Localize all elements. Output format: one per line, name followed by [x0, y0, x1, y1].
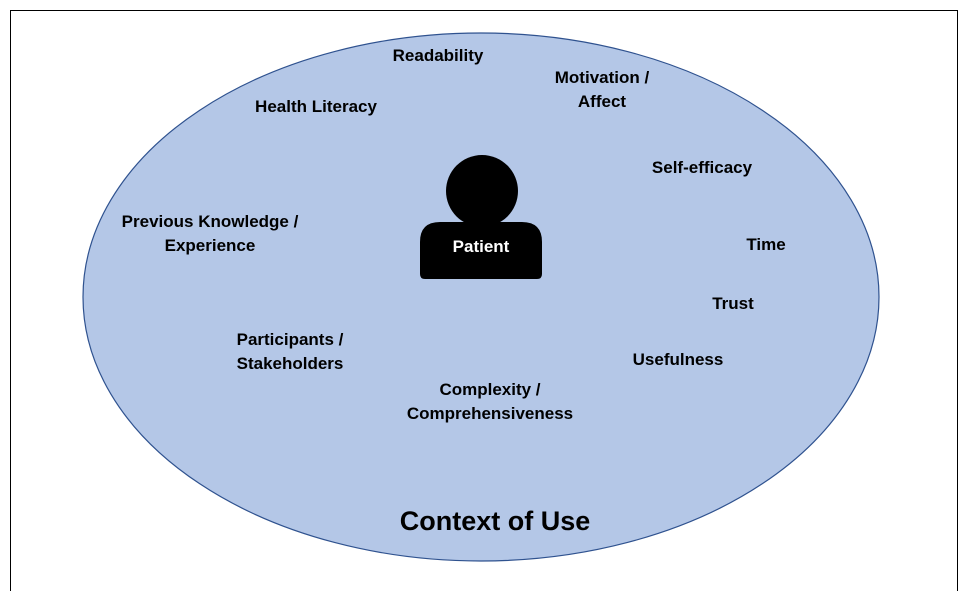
context-of-use-title: Context of Use [399, 506, 591, 536]
factor-complexity-line-2: Comprehensiveness [406, 404, 574, 423]
factor-time: Time [726, 233, 806, 257]
factor-motivation-line-1: Motivation / [554, 68, 650, 87]
context-ellipse [82, 32, 880, 562]
factor-complexity-line-1: Complexity / [439, 380, 541, 399]
factor-previous-knowledge-line-1: Previous Knowledge / [121, 212, 299, 231]
factor-trust-line: Trust [712, 294, 754, 313]
factor-motivation-affect: Motivation / Affect [522, 66, 682, 114]
factor-usefulness-line: Usefulness [632, 350, 724, 369]
factor-health-literacy-line: Health Literacy [255, 97, 377, 116]
factor-participants-line-2: Stakeholders [236, 354, 344, 373]
factor-readability: Readability [368, 44, 508, 68]
person-silhouette-icon [420, 155, 542, 279]
factor-motivation-line-2: Affect [577, 92, 627, 111]
factor-health-literacy: Health Literacy [231, 95, 401, 119]
factor-participants: Participants / Stakeholders [210, 328, 370, 376]
factor-usefulness: Usefulness [613, 348, 743, 372]
factor-complexity: Complexity / Comprehensiveness [385, 378, 595, 426]
factor-previous-knowledge-line-2: Experience [164, 236, 256, 255]
factor-previous-knowledge: Previous Knowledge / Experience [100, 210, 320, 258]
factor-readability-line: Readability [392, 46, 484, 65]
factor-time-line: Time [746, 235, 786, 254]
factor-participants-line-1: Participants / [236, 330, 344, 349]
patient-label: Patient [452, 237, 510, 256]
factor-self-efficacy: Self-efficacy [632, 156, 772, 180]
factor-trust: Trust [693, 292, 773, 316]
factor-self-efficacy-line: Self-efficacy [651, 158, 753, 177]
